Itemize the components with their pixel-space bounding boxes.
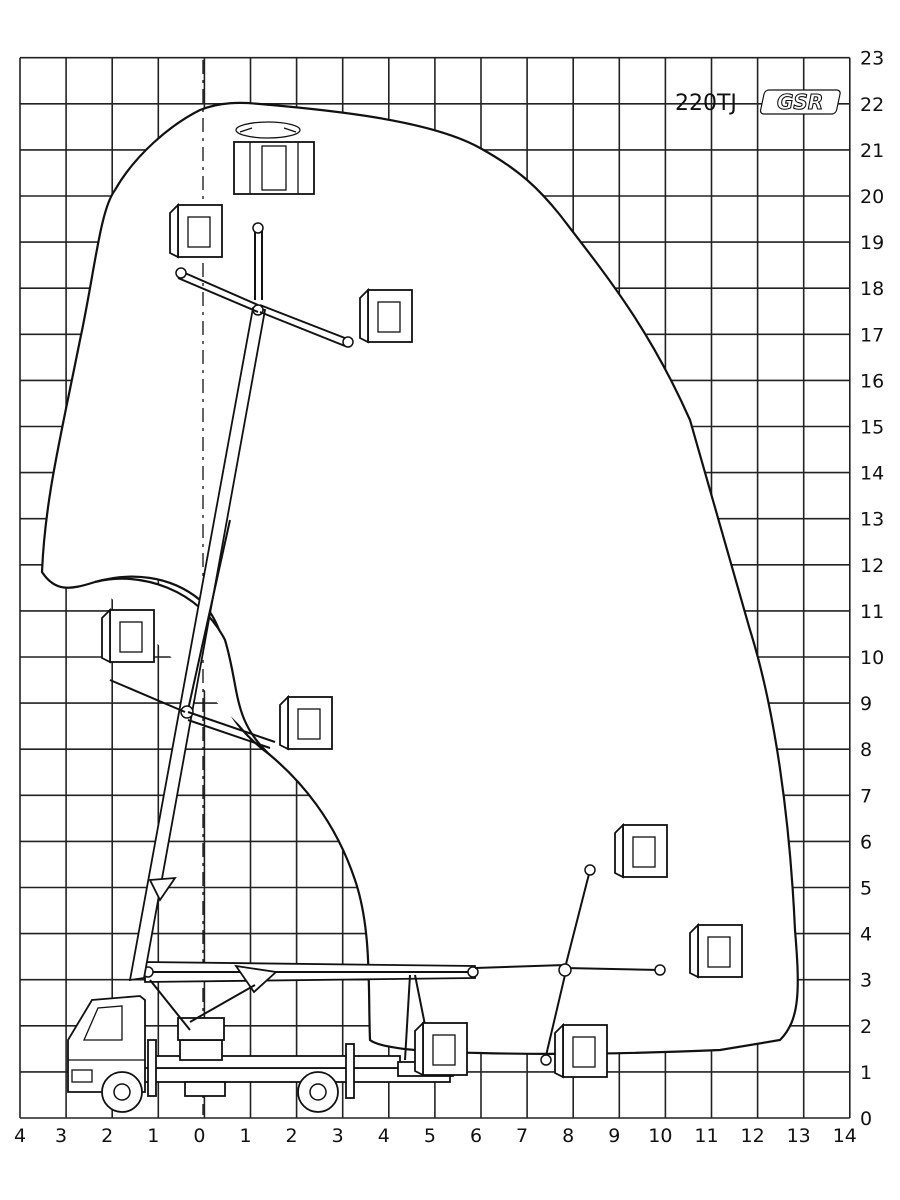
y-tick-label: 16 (860, 370, 884, 392)
platform-basket (359, 287, 413, 344)
y-tick-label: 0 (860, 1108, 872, 1130)
boom-fully-raised (128, 304, 267, 982)
truck-cab (67, 995, 146, 1093)
y-tick-label: 17 (860, 324, 884, 346)
y-tick-label: 21 (860, 140, 884, 162)
x-tick-label: 10 (648, 1125, 672, 1147)
platform-basket (414, 1020, 468, 1077)
logo-text: GSR (777, 90, 823, 114)
x-tick-label: 6 (470, 1125, 482, 1147)
y-tick-label: 12 (860, 555, 884, 577)
y-tick-label: 5 (860, 878, 872, 900)
x-tick-label: 14 (833, 1125, 857, 1147)
gsr-logo: GSR (759, 89, 841, 115)
platform-basket (279, 694, 333, 751)
x-tick-label: 4 (378, 1125, 390, 1147)
y-tick-label: 15 (860, 417, 884, 439)
platform-basket (689, 922, 743, 979)
working-envelope (40, 101, 799, 1055)
y-tick-label: 23 (860, 48, 884, 70)
x-tick-label: 8 (562, 1125, 574, 1147)
rotation-indicator (233, 121, 315, 195)
platform-basket (169, 202, 223, 259)
y-tick-label: 2 (860, 1016, 872, 1038)
x-tick-label: 2 (101, 1125, 113, 1147)
x-tick-label: 11 (694, 1125, 718, 1147)
x-tick-label: 12 (741, 1125, 765, 1147)
y-tick-label: 4 (860, 924, 872, 946)
platform-basket (614, 822, 668, 879)
y-tick-label: 8 (860, 739, 872, 761)
truck-tank (184, 1081, 226, 1097)
y-tick-label: 7 (860, 785, 872, 807)
y-tick-label: 3 (860, 970, 872, 992)
y-tick-label: 6 (860, 831, 872, 853)
x-tick-label: 4 (14, 1125, 26, 1147)
x-tick-label: 13 (787, 1125, 811, 1147)
y-tick-label: 1 (860, 1062, 872, 1084)
x-tick-label: 9 (608, 1125, 620, 1147)
y-tick-label: 14 (860, 463, 884, 485)
x-tick-label: 3 (332, 1125, 344, 1147)
front-outrigger (147, 1039, 157, 1097)
x-tick-label: 7 (516, 1125, 528, 1147)
platform-baskets (101, 202, 743, 1079)
x-tick-label: 5 (424, 1125, 436, 1147)
y-tick-label: 13 (860, 509, 884, 531)
top-jib-arms (175, 222, 354, 348)
y-tick-label: 9 (860, 693, 872, 715)
right-jib-arms (404, 864, 666, 1066)
platform-basket (101, 607, 155, 664)
model-title: 220TJ (675, 91, 737, 116)
x-tick-label: 1 (239, 1125, 251, 1147)
x-tick-label: 2 (286, 1125, 298, 1147)
x-tick-label: 1 (147, 1125, 159, 1147)
boom-stowed-horizontal (142, 961, 479, 1031)
y-tick-label: 18 (860, 278, 884, 300)
turret (179, 1039, 223, 1061)
y-tick-label: 19 (860, 232, 884, 254)
boom-mid-raised (109, 679, 276, 749)
rear-outrigger (345, 1043, 355, 1099)
platform-basket (554, 1022, 608, 1079)
x-tick-label: 0 (193, 1125, 205, 1147)
y-tick-label: 10 (860, 647, 884, 669)
y-tick-label: 20 (860, 186, 884, 208)
y-tick-label: 11 (860, 601, 884, 623)
y-tick-label: 22 (860, 94, 884, 116)
x-tick-label: 3 (55, 1125, 67, 1147)
